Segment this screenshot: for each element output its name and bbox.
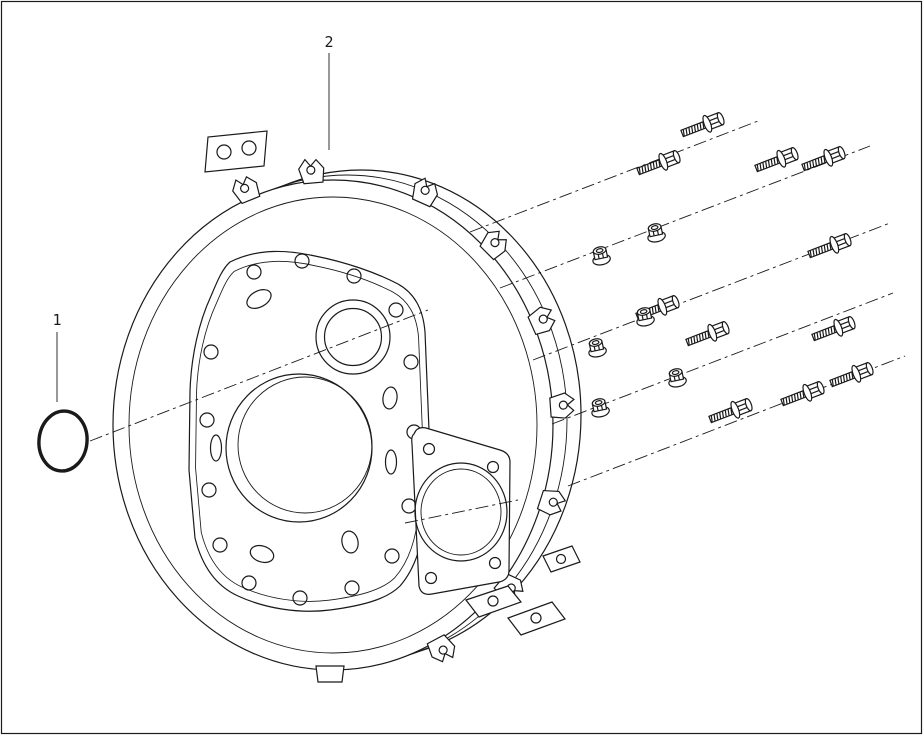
flange-bolt [634,146,683,181]
plate-bolt-holes [422,442,502,585]
alignment-line-1 [469,120,759,233]
housing-front-inner-rim [128,196,538,654]
plate-bore-inner [420,468,502,556]
gasket-center-opening [225,373,373,523]
alignment-line-4 [551,292,894,425]
flange-bolt [799,142,848,177]
flange-bolt [778,377,827,412]
flange-bolt [827,358,876,393]
callout-1: 1 [52,311,62,402]
seal-bore-outer [315,299,391,375]
callout-2-number: 2 [324,33,333,51]
assembly-centerline [89,309,429,442]
gasket-cutouts [209,289,398,564]
seal-bore-inner [323,307,383,367]
flange-nut [665,366,688,390]
flange-bolt [752,143,801,178]
gasket-bolt-holes [199,253,422,606]
callout-1-number: 1 [52,311,61,329]
flange-bolt [683,317,732,352]
flange-nut [589,244,612,268]
flange-bolt [805,229,854,264]
housing-bore-edge [237,376,373,514]
flange-nuts [585,221,688,420]
adapter-plate [404,427,519,595]
flange-bolt [809,312,858,347]
top-mounting-boss [204,130,268,173]
flange-bolt [678,108,727,143]
alignment-line-5 [567,355,906,487]
bottom-boss [315,665,345,683]
o-ring [37,409,89,473]
flange-nut [585,336,608,360]
mount-brackets [465,545,581,636]
rim-lug [548,391,576,420]
gasket [188,250,430,612]
callout-2: 2 [324,33,334,150]
flange-nut [588,396,611,420]
plate-centerline [404,499,519,524]
gasket-inner-line [195,260,423,602]
plate-bore-outer [414,462,508,562]
